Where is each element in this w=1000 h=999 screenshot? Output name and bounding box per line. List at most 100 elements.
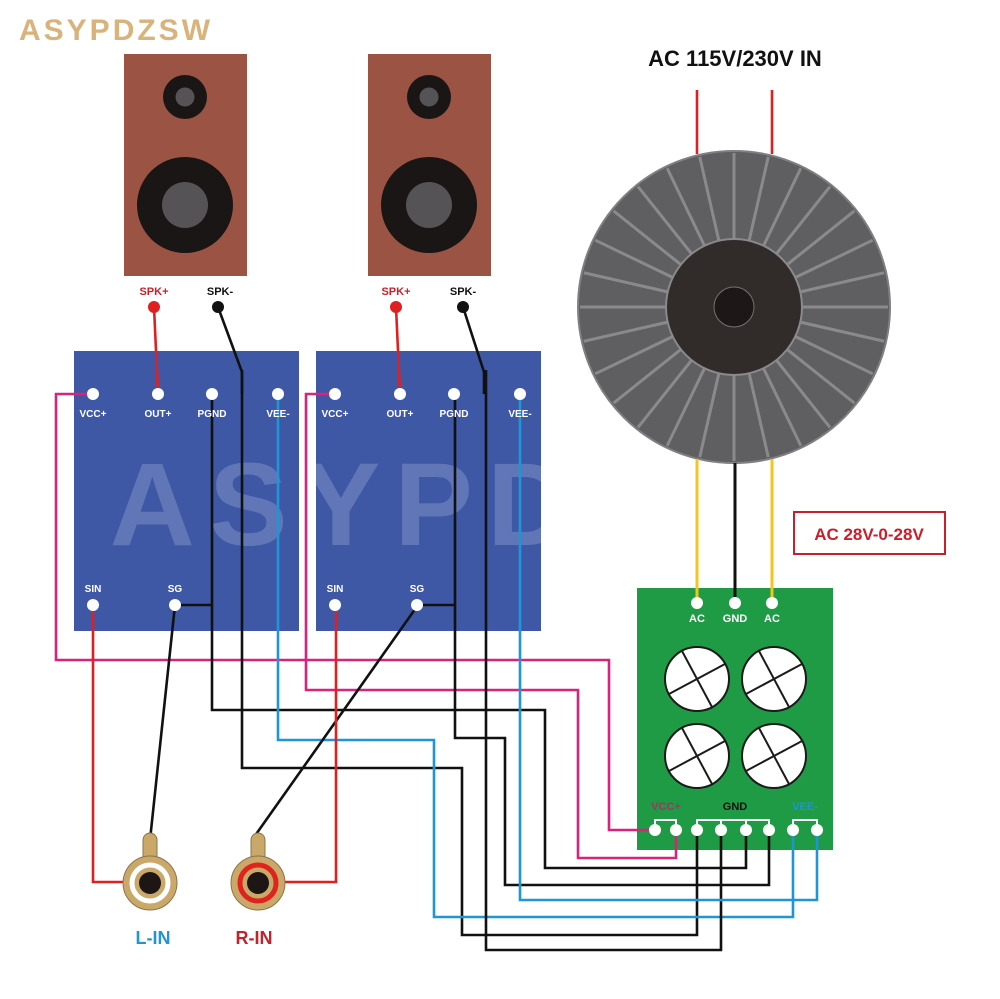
pgnd-wire-right [453,394,771,887]
winding-line [636,359,693,429]
components-layer [74,54,891,850]
pin-vcc [329,388,341,400]
winding-line [747,156,770,242]
vee-wire-left [276,394,795,919]
pin-pgnd [206,388,218,400]
pin-power-output [811,824,823,836]
power-output-label-gnd: GND [723,801,748,813]
speaker-minus-label: SPK- [207,286,234,298]
winding-line [665,167,706,247]
capacitor-mark [758,727,790,785]
speaker-terminal [457,301,469,313]
power-input-label: GND [723,613,748,625]
pin-out [152,388,164,400]
speaker-minus-label: SPK- [450,286,477,298]
amp-pin-label: VCC+ [80,409,107,420]
speaker-plus-label: SPK+ [381,286,410,298]
amp-pin-label: SIN [327,584,344,595]
winding-line [786,209,856,266]
vcc-wire-left [54,392,655,832]
winding-line [594,238,674,279]
winding-line [747,372,770,458]
rca-ring [237,862,279,904]
speaker-terminal [390,301,402,313]
amp-pin-label: VEE- [508,409,531,420]
mains-label: AC 115V/230V IN [648,46,822,71]
rca-ring [129,862,171,904]
sg-signal-left [148,604,177,841]
woofer-dome [406,182,452,228]
capacitor-icon [741,646,807,712]
power-board-body [637,588,833,850]
winding-line [762,167,803,247]
spk-minus-return-right [484,370,723,952]
rca-center [247,872,269,894]
speaker-minus-wire [461,306,486,394]
speaker-terminal [212,301,224,313]
pin-vcc [87,388,99,400]
pins-layer [87,301,823,911]
winding-line [583,271,669,294]
pin-sg [169,599,181,611]
amp-pin-label: OUT+ [387,409,414,420]
winding-line [799,320,885,343]
capacitor-icon [741,723,807,789]
amp-pin-label: PGND [198,409,227,420]
amp-board-right-amp [316,351,541,631]
capacitor-icon [664,723,730,789]
labels-layer: AC 115V/230V IN AC 28V-0-28V SPK+ SPK- SPK+ S… [80,46,946,948]
rca-jack-left-in [122,832,178,911]
brand-logo: ASYPDZSW [19,14,214,47]
secondary-label-box [793,511,946,555]
pin-sg [411,599,423,611]
power-output-label-vcc: VCC+ [651,801,681,813]
pin-power-output [787,824,799,836]
transformer-hole [713,286,755,328]
pin-power-output [715,824,727,836]
vee-wire-right [518,394,819,902]
winding-line [698,156,721,242]
secondary-label: AC 28V-0-28V [814,525,924,544]
amp-pin-label: SG [410,584,425,595]
winding-line [794,335,874,376]
pin-power-output [649,824,661,836]
capacitor-mark [681,650,713,708]
amp-pin-label: OUT+ [145,409,172,420]
capacitor-mark [681,727,713,785]
input-label-left: L-IN [136,928,171,948]
winding-line [775,359,832,429]
winding-line [636,185,693,255]
winding-line [612,209,682,266]
toroidal-transformer [577,150,891,464]
pin-out [394,388,406,400]
pin-vee [514,388,526,400]
rca-jack-right-in [230,832,286,911]
pin-power-output [691,824,703,836]
wires-layer [54,90,819,952]
speaker-plus-wire [152,306,160,395]
amp-pin-label: PGND [440,409,469,420]
winding-line [794,238,874,279]
power-input-label: AC [689,613,705,625]
winding-line [665,367,706,447]
pin-power-output [670,824,682,836]
rca-center [139,872,161,894]
pin-power-input [766,597,778,609]
capacitor-mark [758,650,790,708]
pin-sin [329,599,341,611]
winding-line [583,320,669,343]
power-output-label-vee: VEE- [792,801,818,813]
pgnd-wire-left [210,394,748,870]
amp-pin-label: VCC+ [322,409,349,420]
power-supply-board [637,588,833,850]
watermark: ASYPDZSW [110,439,891,571]
winding-line [775,185,832,255]
amp-pin-label: SG [168,584,183,595]
speaker-plus-label: SPK+ [139,286,168,298]
pin-vee [272,388,284,400]
speaker-left [124,54,247,276]
watermark-layer: ASYPDZSW [110,439,891,571]
pin-power-input [729,597,741,609]
tweeter-dome [175,87,195,107]
